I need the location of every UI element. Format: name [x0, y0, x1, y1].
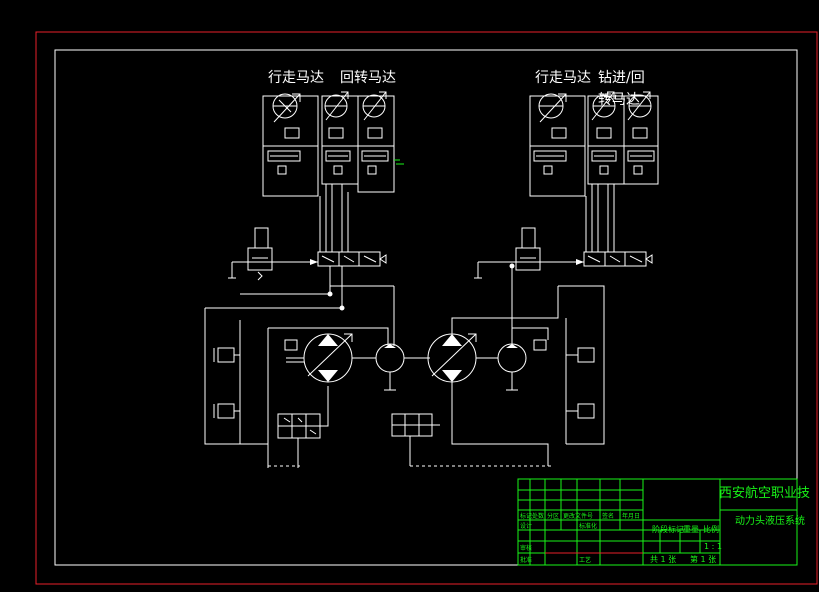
right-solenoid-icon [521, 227, 536, 249]
tb-cell-craft: 工艺 [579, 556, 591, 564]
right-relief-valve-1 [577, 347, 595, 363]
main-hydraulic-circuit [204, 263, 605, 468]
aux-pump-left-icon [375, 343, 405, 373]
label-left-rotary-motor: 回转马达 [340, 70, 396, 86]
stage-mark-label: 阶段标记 [652, 524, 684, 534]
left-motor-group [262, 91, 404, 197]
total-sheets: 共 1 张 [650, 555, 676, 564]
weight-label: 重量 [683, 524, 699, 534]
tb-cell-signature: 签名 [602, 512, 614, 520]
title-block: 西安航空职业技 动力头液压系统 阶段标记 重量 比例 1 : 1 共 1 张 第… [517, 478, 810, 566]
tb-cell-zone: 分区 [547, 512, 559, 520]
label-right-travel-motor: 行走马达 [535, 70, 591, 86]
school-name: 西安航空职业技 [719, 485, 810, 501]
tb-cell-design: 设计 [520, 522, 532, 530]
drawing-name: 动力头液压系统 [735, 514, 805, 527]
tb-cell-standard: 标准化 [579, 522, 597, 530]
left-directional-valve [228, 227, 387, 281]
scale-label: 比例 [703, 524, 719, 534]
left-solenoid-icon [254, 227, 269, 249]
label-left-travel-motor: 行走马达 [268, 70, 324, 86]
label-right-drill-motor-line2: 转马达 [598, 92, 640, 108]
left-relief-valve-1 [217, 347, 235, 363]
right-directional-valve [474, 227, 653, 279]
right-relief-valve-2 [577, 403, 595, 419]
tb-cell-approve: 批准 [520, 556, 532, 564]
left-relief-valve-2 [217, 403, 235, 419]
tb-cell-date: 年月日 [622, 512, 640, 520]
tb-cell-review: 审核 [520, 544, 532, 552]
sheet-number: 第 1 张 [690, 554, 716, 564]
inner-drawing-border [54, 49, 798, 566]
aux-pump-right-icon [497, 343, 527, 373]
tb-cell-mark: 标记 [520, 512, 532, 520]
scale-value: 1 : 1 [704, 542, 722, 551]
label-right-drill-motor: 钻进/回 [598, 70, 645, 86]
right-motor-group [529, 91, 659, 197]
tb-cell-change-doc: 更改文件号 [563, 512, 593, 520]
tb-cell-count: 处数 [532, 512, 544, 520]
outer-sheet-border [35, 31, 818, 585]
